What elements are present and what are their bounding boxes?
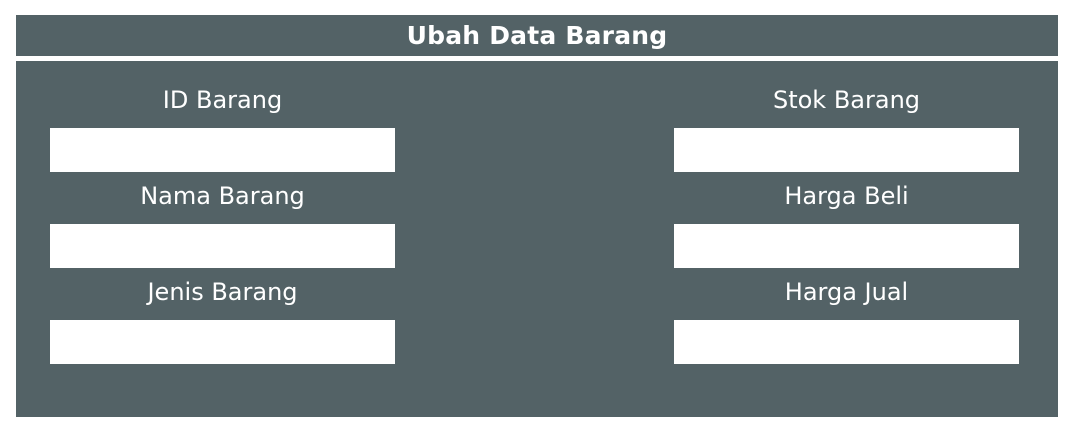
nama-barang-input[interactable] (50, 224, 395, 268)
field-jenis-barang: Jenis Barang (50, 278, 395, 364)
stok-barang-input[interactable] (674, 128, 1019, 172)
harga-beli-label: Harga Beli (784, 182, 909, 210)
id-barang-input[interactable] (50, 128, 395, 172)
harga-beli-input[interactable] (674, 224, 1019, 268)
nama-barang-label: Nama Barang (140, 182, 305, 210)
header-bar: Ubah Data Barang (16, 15, 1058, 56)
field-harga-jual: Harga Jual (674, 278, 1019, 364)
field-nama-barang: Nama Barang (50, 182, 395, 268)
harga-jual-label: Harga Jual (784, 278, 909, 306)
jenis-barang-input[interactable] (50, 320, 395, 364)
stok-barang-label: Stok Barang (772, 86, 921, 114)
jenis-barang-label: Jenis Barang (147, 278, 298, 306)
field-id-barang: ID Barang (50, 86, 395, 172)
harga-jual-input[interactable] (674, 320, 1019, 364)
edit-item-form: ID Barang Nama Barang Jenis Barang Stok … (16, 61, 1058, 417)
id-barang-label: ID Barang (162, 86, 283, 114)
field-harga-beli: Harga Beli (674, 182, 1019, 268)
page-title: Ubah Data Barang (406, 21, 668, 50)
field-stok-barang: Stok Barang (674, 86, 1019, 172)
